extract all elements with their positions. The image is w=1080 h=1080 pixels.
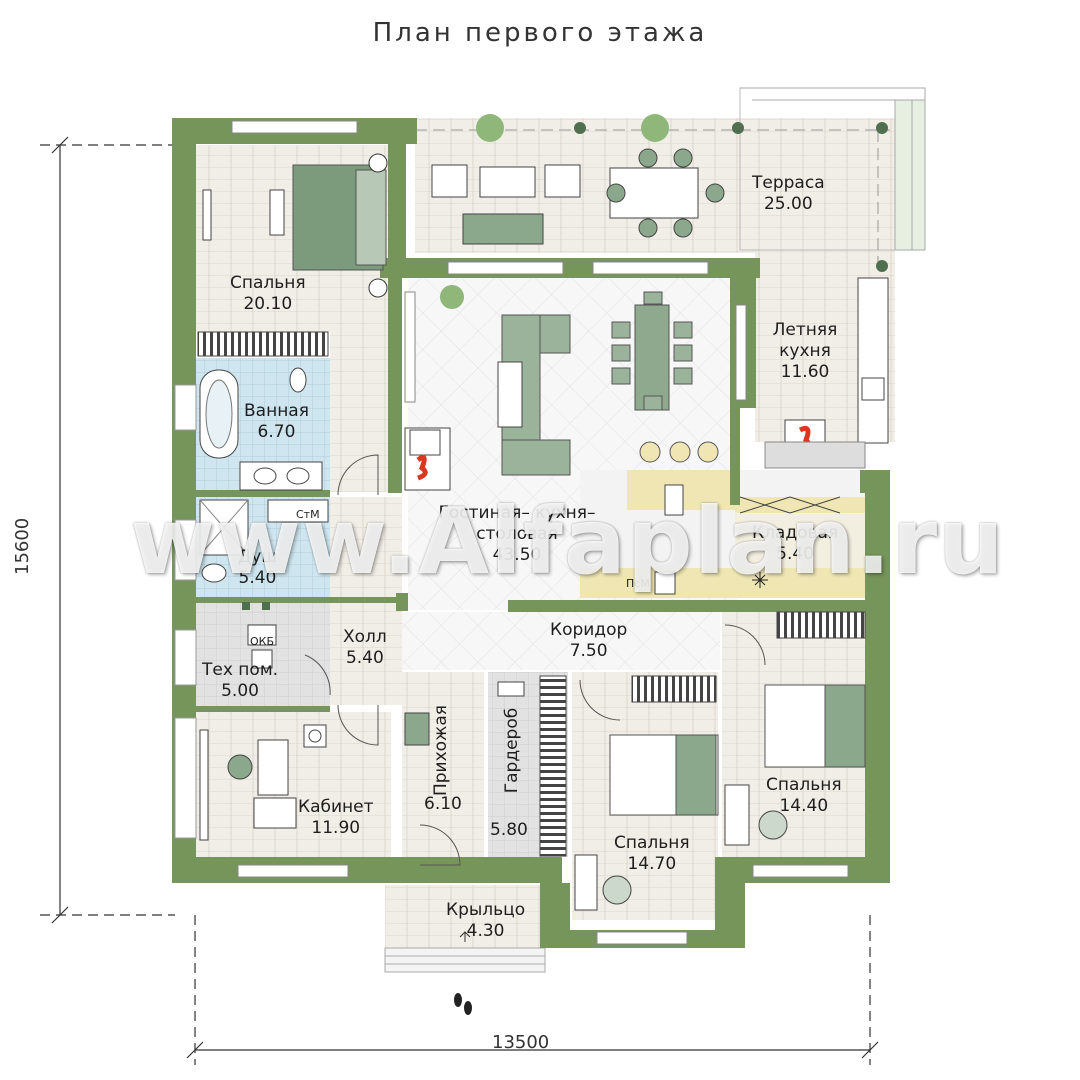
room-label-bedroom-3: Спальня 14.40 [766, 775, 842, 817]
office-floor [196, 712, 391, 857]
terrace-furniture [431, 114, 888, 272]
room-name: Спальня [614, 833, 690, 853]
corridor-floor [402, 612, 720, 670]
room-label-corridor: Коридор 7.50 [550, 620, 627, 662]
fixture-tag-stm: СтМ [296, 508, 320, 521]
room-area: 43.50 [492, 545, 542, 565]
room-area: 7.50 [569, 641, 608, 661]
room-area: 14.40 [779, 796, 829, 816]
office-furniture [199, 724, 327, 841]
room-label-living: Гостиная– кухня– столовая 43.50 [432, 503, 602, 566]
room-name: Летняя кухня [772, 320, 838, 361]
room-area: 20.10 [243, 294, 293, 314]
room-label-terrace: Терраса 25.00 [752, 173, 825, 215]
room-name: Холл [343, 627, 387, 647]
dimension-width: 13500 [492, 1032, 550, 1053]
room-area: 5.00 [221, 681, 259, 701]
entrance-footprints [454, 993, 472, 1015]
summer-kitchen [764, 277, 889, 469]
room-name: Гардероб [502, 707, 523, 794]
room-name: Кабинет [298, 797, 374, 817]
room-area: 6.70 [257, 422, 296, 442]
windows [231, 120, 849, 945]
room-area: 11.60 [780, 362, 830, 382]
room-label-porch: Крыльцо 4.30 [446, 900, 525, 942]
room-label-tech-room: Тех пом. 5.00 [202, 660, 278, 702]
room-area: 5.40 [238, 568, 277, 588]
room-name: Душ [238, 547, 277, 567]
fixture-tag-psm: ПсМ [626, 577, 650, 590]
room-area: 4.30 [466, 921, 505, 941]
room-label-wardrobe: Гардероб [502, 708, 523, 793]
room-area: 5.40 [345, 648, 384, 668]
room-name: Терраса [752, 173, 825, 193]
bed-2 [574, 734, 719, 911]
bed-3 [724, 684, 866, 846]
room-label-office: Кабинет 11.90 [298, 797, 374, 839]
room-area: 11.90 [311, 818, 361, 838]
room-name: Ванная [244, 401, 309, 421]
doors [304, 454, 766, 866]
room-name: Гостиная– кухня– столовая [438, 503, 596, 544]
room-label-bedroom-main: Спальня 20.10 [230, 273, 306, 315]
room-label-summer-kitchen: Летняя кухня 11.60 [760, 320, 850, 383]
room-label-bedroom-2: Спальня 14.70 [614, 833, 690, 875]
dimension-lines [40, 136, 879, 1065]
dimension-height: 15600 [12, 517, 33, 575]
room-name: Спальня [766, 775, 842, 795]
room-area: 14.70 [627, 854, 677, 874]
room-name: Крыльцо [446, 900, 526, 920]
entrance-arrow [459, 931, 471, 942]
watermark-text: www.Alfaplan.ru [130, 488, 1005, 595]
room-label-entry: Прихожая [431, 705, 452, 796]
walls [172, 118, 890, 948]
fixture-tag-okb: ОКБ [250, 635, 275, 648]
bed-main [202, 153, 388, 298]
room-label-pantry: Кладовая 5.40 [752, 523, 838, 565]
boiler [242, 602, 277, 669]
room-label-shower: Душ 5.40 [238, 547, 277, 589]
living-furniture [404, 285, 719, 516]
room-name: Прихожая [431, 704, 452, 797]
room-label-bathroom: Ванная 6.70 [244, 401, 309, 443]
pantry-shelving [654, 496, 841, 595]
room-area: 25.00 [763, 194, 813, 214]
entry-furniture [404, 681, 525, 746]
room-area-entry: 6.10 [424, 794, 462, 814]
room-label-hall: Холл 5.40 [343, 627, 387, 669]
room-name: Коридор [550, 620, 628, 640]
room-name: Тех пом. [202, 660, 279, 680]
plan-title: План первого этажа [372, 18, 708, 48]
room-area-wardrobe: 5.80 [490, 820, 528, 840]
entry-floor [402, 672, 484, 857]
bathtub [199, 367, 329, 583]
closet-bedroom [197, 331, 329, 357]
room-name: Спальня [230, 273, 306, 293]
room-area: 5.40 [776, 544, 815, 564]
room-name: Кладовая [752, 523, 839, 543]
